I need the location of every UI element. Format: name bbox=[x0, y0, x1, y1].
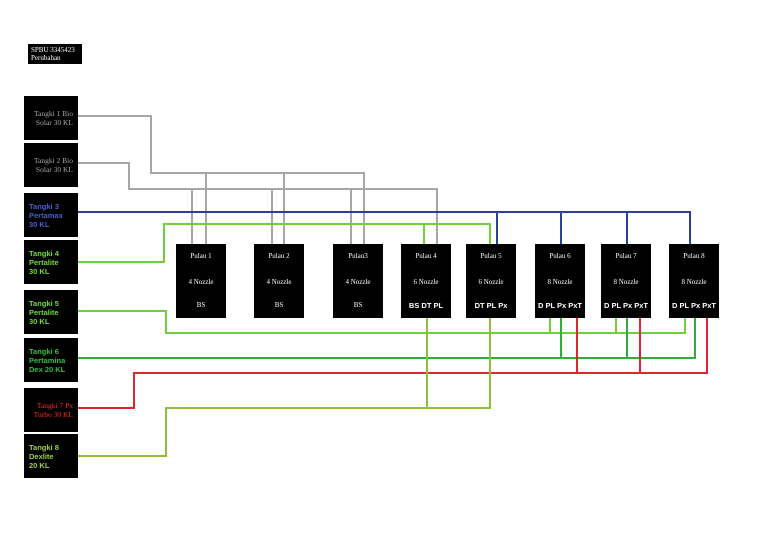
island-4-nozzle: 6 Nozzle bbox=[413, 278, 439, 286]
tank-6-line3: Dex 20 KL bbox=[29, 364, 66, 374]
island-7-name: Pulau 7 bbox=[615, 252, 637, 260]
island-6-name: Pulau 6 bbox=[549, 252, 571, 260]
tank-2-line1: Tangki 2 Bio bbox=[33, 156, 73, 165]
tank-6-line1: Tangki 6 bbox=[29, 346, 59, 356]
tank-7: Tangki 7 Px Turbo 30 KL bbox=[24, 388, 78, 432]
pipe-tank-6 bbox=[78, 316, 696, 359]
tank-3-line2: Pertamax bbox=[29, 210, 63, 220]
island-3: Pulau3 4 Nozzle BS bbox=[333, 244, 383, 318]
island-3-name: Pulau3 bbox=[348, 252, 368, 260]
pipe-tank-5 bbox=[78, 310, 686, 334]
tank-6-line2: Pertamina bbox=[29, 355, 66, 365]
island-4-name: Pulau 4 bbox=[415, 252, 437, 260]
island-6-nozzle: 8 Nozzle bbox=[547, 278, 573, 286]
pipe-tank-4 bbox=[78, 223, 491, 263]
tank-5: Tangki 5 Pertalite 30 KL bbox=[24, 290, 78, 334]
station-id: SPBU 3345423 bbox=[31, 46, 75, 54]
tank-3-line3: 30 KL bbox=[29, 219, 50, 229]
pipe-tank-3 bbox=[78, 211, 691, 246]
island-1-fuels: BS bbox=[196, 301, 206, 309]
tank-6: Tangki 6 Pertamina Dex 20 KL bbox=[24, 338, 78, 382]
island-8-fuels: D PL Px PxT bbox=[671, 301, 717, 310]
island-6: Pulau 6 8 Nozzle D PL Px PxT bbox=[535, 244, 585, 318]
tank-3: Tangki 3 Pertamax 30 KL bbox=[24, 193, 78, 237]
island-1-nozzle: 4 Nozzle bbox=[188, 278, 214, 286]
tank-1: Tangki 1 Bio Solar 30 KL bbox=[24, 96, 78, 140]
tank-4: Tangki 4 Pertalite 30 KL bbox=[24, 240, 78, 284]
tank-4-line1: Tangki 4 bbox=[29, 248, 59, 258]
tank-7-line2: Turbo 30 KL bbox=[33, 410, 73, 419]
tank-3-line1: Tangki 3 bbox=[29, 201, 59, 211]
tank-7-line1: Tangki 7 Px bbox=[36, 401, 73, 410]
tank-5-line2: Pertalite bbox=[29, 307, 59, 317]
station-header: SPBU 3345423 Perubahan bbox=[28, 44, 82, 64]
island-5-nozzle: 6 Nozzle bbox=[478, 278, 504, 286]
island-4-fuels: BS DT PL bbox=[408, 301, 444, 310]
tank-1-line1: Tangki 1 Bio bbox=[33, 109, 73, 118]
island-1: Pulau 1 4 Nozzle BS bbox=[176, 244, 226, 318]
island-2-nozzle: 4 Nozzle bbox=[266, 278, 292, 286]
tank-8-line2: Dexlite bbox=[29, 451, 54, 461]
island-8: Pulau 8 8 Nozzle D PL Px PxT bbox=[669, 244, 719, 318]
tank-8-line1: Tangki 8 bbox=[29, 442, 59, 452]
island-3-nozzle: 4 Nozzle bbox=[345, 278, 371, 286]
tank-2-line2: Solar 30 KL bbox=[35, 165, 73, 174]
island-5: Pulau 5 6 Nozzle DT PL Px bbox=[466, 244, 516, 318]
pipe-tank-8 bbox=[78, 316, 491, 457]
island-8-nozzle: 8 Nozzle bbox=[681, 278, 707, 286]
tank-4-line3: 30 KL bbox=[29, 266, 50, 276]
island-2: Pulau 2 4 Nozzle BS bbox=[254, 244, 304, 318]
island-2-name: Pulau 2 bbox=[268, 252, 290, 260]
island-2-fuels: BS bbox=[274, 301, 284, 309]
tank-2: Tangki 2 Bio Solar 30 KL bbox=[24, 143, 78, 187]
tank-8-line3: 20 KL bbox=[29, 460, 50, 470]
island-7: Pulau 7 8 Nozzle D PL Px PxT bbox=[601, 244, 651, 318]
tank-1-line2: Solar 30 KL bbox=[35, 118, 73, 127]
island-7-fuels: D PL Px PxT bbox=[603, 301, 649, 310]
island-6-fuels: D PL Px PxT bbox=[537, 301, 583, 310]
pipe-tank-7 bbox=[78, 316, 708, 409]
island-7-nozzle: 8 Nozzle bbox=[613, 278, 639, 286]
island-5-fuels: DT PL Px bbox=[474, 301, 508, 310]
pipe-tank-1 bbox=[78, 115, 365, 246]
island-8-name: Pulau 8 bbox=[683, 252, 705, 260]
island-1-name: Pulau 1 bbox=[190, 252, 212, 260]
tank-8: Tangki 8 Dexlite 20 KL bbox=[24, 434, 78, 478]
station-subtitle: Perubahan bbox=[31, 54, 61, 62]
island-3-fuels: BS bbox=[353, 301, 363, 309]
tank-4-line2: Pertalite bbox=[29, 257, 59, 267]
island-5-name: Pulau 5 bbox=[480, 252, 502, 260]
tank-5-line3: 30 KL bbox=[29, 316, 50, 326]
tank-5-line1: Tangki 5 bbox=[29, 298, 59, 308]
island-4: Pulau 4 6 Nozzle BS DT PL bbox=[401, 244, 451, 318]
pipe-tank-2 bbox=[78, 162, 438, 246]
